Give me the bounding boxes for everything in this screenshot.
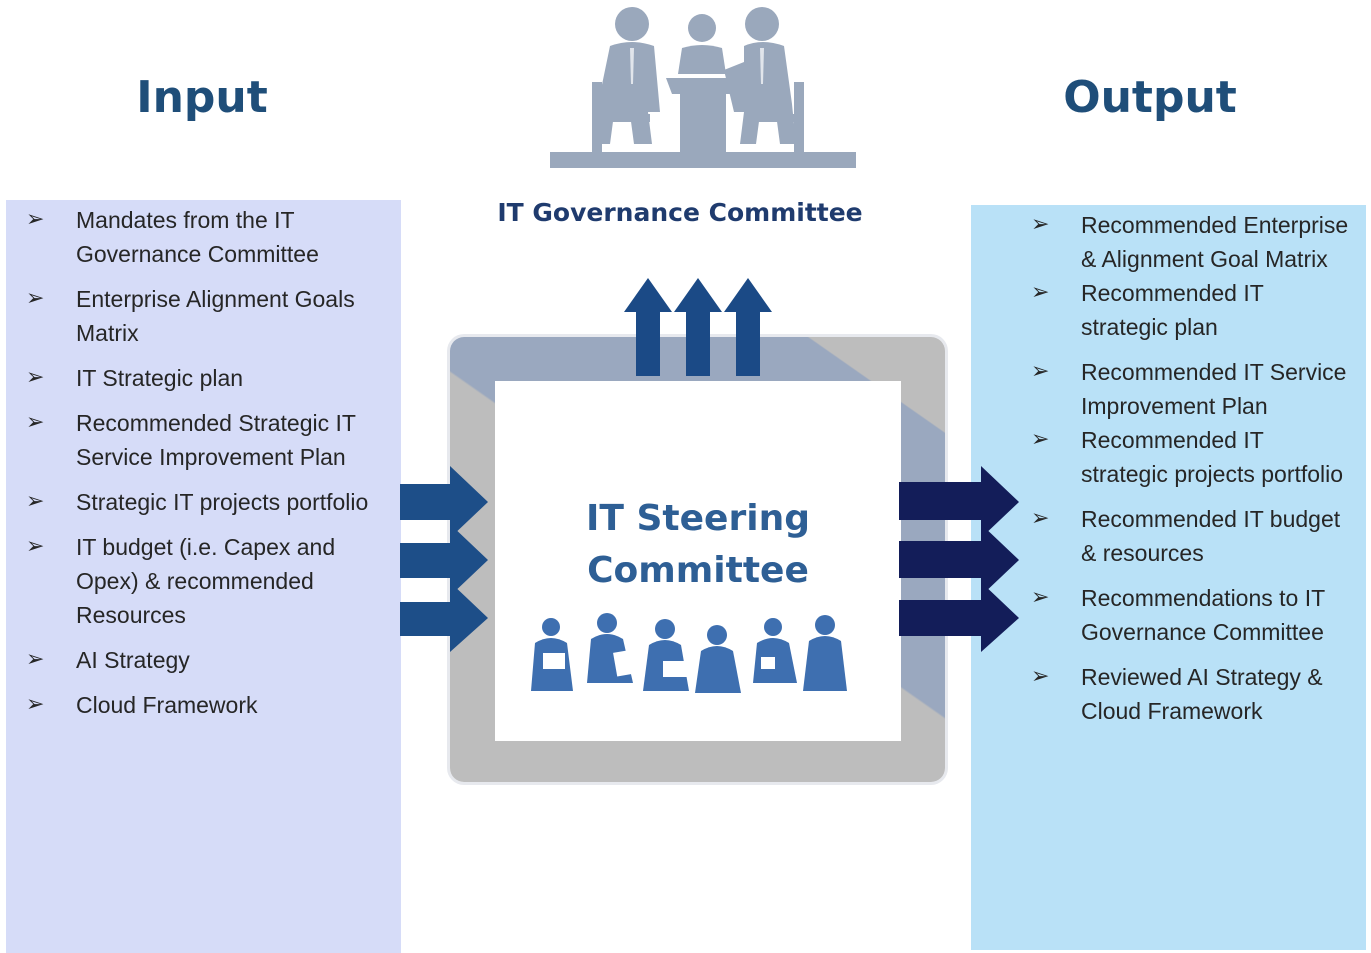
arrow-bullet-icon: ➢ [26, 207, 45, 232]
arrow-bullet-icon: ➢ [26, 534, 45, 559]
list-item: ➢ Recommended IT strategic projects portf… [1031, 423, 1351, 491]
up-arrows-icon [624, 278, 772, 376]
list-item: ➢ Recommended Strategic IT Service Improv… [26, 406, 386, 474]
arrow-bullet-icon: ➢ [26, 410, 45, 435]
steering-committee-title: IT Steering Committee [586, 498, 810, 591]
arrow-bullet-icon: ➢ [26, 286, 45, 311]
list-item: ➢ Recommendations to IT Governance Commit… [1031, 581, 1351, 649]
arrow-bullet-icon: ➢ [26, 365, 45, 390]
input-heading: Input [136, 72, 268, 123]
output-item-text: Recommended IT strategic projects portfo… [1081, 427, 1344, 487]
arrow-bullet-icon: ➢ [26, 692, 45, 717]
arrow-bullet-icon: ➢ [1031, 427, 1050, 452]
meeting-committee-icon [550, 7, 856, 168]
input-item-text: IT Strategic plan [76, 365, 244, 391]
arrow-bullet-icon: ➢ [1031, 664, 1050, 689]
arrow-bullet-icon: ➢ [1031, 506, 1050, 531]
input-item-text: Strategic IT projects portfolio [76, 489, 369, 515]
output-panel: ➢ Recommended Enterprise & Alignment Goal… [971, 205, 1366, 950]
input-item-text: Recommended Strategic IT Service Improve… [76, 410, 356, 470]
list-item: ➢ Recommended IT Service Improvement Plan [1031, 355, 1351, 423]
list-item: ➢ IT Strategic plan [26, 361, 386, 395]
governance-committee-label: IT Governance Committee [497, 198, 863, 227]
output-item-text: Recommendations to IT Governance Committ… [1081, 585, 1325, 645]
list-item: ➢ Recommended IT strategic plan [1031, 276, 1351, 344]
output-list: ➢ Recommended Enterprise & Alignment Goal… [1031, 208, 1351, 739]
arrow-bullet-icon: ➢ [1031, 585, 1050, 610]
list-item: ➢ AI Strategy [26, 643, 386, 677]
arrow-bullet-icon: ➢ [26, 489, 45, 514]
list-item: ➢ Enterprise Alignment Goals Matrix [26, 282, 386, 350]
arrow-bullet-icon: ➢ [1031, 212, 1050, 237]
input-arrows-icon [400, 466, 488, 652]
input-item-text: AI Strategy [76, 647, 190, 673]
input-item-text: Enterprise Alignment Goals Matrix [76, 286, 355, 346]
input-list: ➢ Mandates from the IT Governance Committ… [26, 203, 386, 733]
input-panel: ➢ Mandates from the IT Governance Committ… [6, 200, 401, 953]
arrow-bullet-icon: ➢ [26, 647, 45, 672]
input-item-text: IT budget (i.e. Capex and Opex) & recomm… [76, 534, 336, 628]
list-item: ➢ Mandates from the IT Governance Committ… [26, 203, 386, 271]
list-item: ➢ Recommended Enterprise & Alignment Goal… [1031, 208, 1351, 276]
list-item: ➢ Recommended IT budget & resources [1031, 502, 1351, 570]
output-item-text: Recommended IT Service Improvement Plan [1081, 359, 1347, 419]
steering-card: IT Steering Committee [495, 381, 901, 741]
output-item-text: Reviewed AI Strategy & Cloud Framework [1081, 664, 1323, 724]
output-heading: Output [1063, 72, 1237, 123]
arrow-bullet-icon: ➢ [1031, 280, 1050, 305]
list-item: ➢ IT budget (i.e. Capex and Opex) & recom… [26, 530, 386, 632]
output-item-text: Recommended IT strategic plan [1081, 280, 1264, 340]
output-arrows-icon [899, 466, 1019, 652]
output-item-text: Recommended Enterprise & Alignment Goal … [1081, 212, 1349, 272]
input-item-text: Mandates from the IT Governance Committe… [76, 207, 319, 267]
output-item-text: Recommended IT budget & resources [1081, 506, 1341, 566]
input-item-text: Cloud Framework [76, 692, 258, 718]
arrow-bullet-icon: ➢ [1031, 359, 1050, 384]
team-people-icon [531, 613, 847, 693]
list-item: ➢ Strategic IT projects portfolio [26, 485, 386, 519]
list-item: ➢ Cloud Framework [26, 688, 386, 722]
list-item: ➢ Reviewed AI Strategy & Cloud Framework [1031, 660, 1351, 728]
